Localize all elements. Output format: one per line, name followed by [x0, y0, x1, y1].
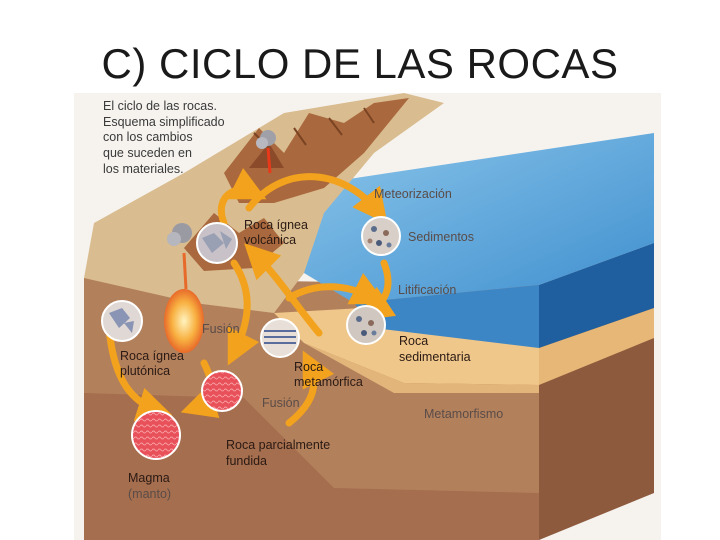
caption-line-5: los materiales.: [103, 162, 184, 176]
label-magma: Magma: [128, 471, 170, 485]
volcano: [249, 130, 284, 174]
label-sedimentary-2: sedimentaria: [399, 350, 471, 364]
sample-partially-melted-rock: [201, 370, 243, 412]
caption-line-2: Esquema simplificado: [103, 115, 225, 129]
volcano-smoke-lower: [167, 223, 192, 246]
label-volcanic-1: Roca ígnea: [244, 218, 308, 232]
magma-conduit: [182, 252, 188, 290]
sample-sediments: [361, 216, 401, 256]
sea-front: [354, 285, 539, 348]
sample-sedimentary-rock: [346, 305, 386, 345]
label-sedimentos: Sedimentos: [408, 230, 474, 244]
sample-magma: [131, 410, 181, 460]
sea-surface: [289, 133, 654, 303]
label-sedimentary-1: Roca: [399, 334, 428, 348]
label-partial-1: Roca parcialmente: [226, 438, 330, 452]
label-partial-2: fundida: [226, 454, 267, 468]
magma-plume: [164, 289, 204, 353]
slide-title: C) CICLO DE LAS ROCAS: [101, 40, 619, 87]
sample-plutonic-rock: [101, 300, 143, 342]
label-manto: (manto): [128, 487, 171, 501]
label-plutonic-2: plutónica: [120, 364, 170, 378]
label-fusion-lower: Fusión: [262, 396, 300, 410]
label-fusion-upper: Fusión: [202, 322, 240, 336]
caption-line-4: que suceden en: [103, 146, 192, 160]
caption-line-1: El ciclo de las rocas.: [103, 99, 217, 113]
label-metamorphic-1: Roca: [294, 360, 323, 374]
label-plutonic-1: Roca ígnea: [120, 349, 184, 363]
label-metamorphic-2: metamórfica: [294, 375, 363, 389]
label-litificacion: Litificación: [398, 283, 456, 297]
rock-cycle-diagram: El ciclo de las rocas. Esquema simplific…: [74, 93, 661, 540]
sample-metamorphic-rock: [260, 318, 300, 358]
caption-line-3: con los cambios: [103, 130, 193, 144]
block-side: [539, 243, 654, 540]
label-volcanic-2: volcánica: [244, 233, 296, 247]
label-meteorizacion: Meteorización: [374, 187, 452, 201]
sample-volcanic-rock: [196, 222, 238, 264]
label-metamorfismo: Metamorfismo: [424, 407, 503, 421]
caption: El ciclo de las rocas. Esquema simplific…: [103, 99, 225, 176]
